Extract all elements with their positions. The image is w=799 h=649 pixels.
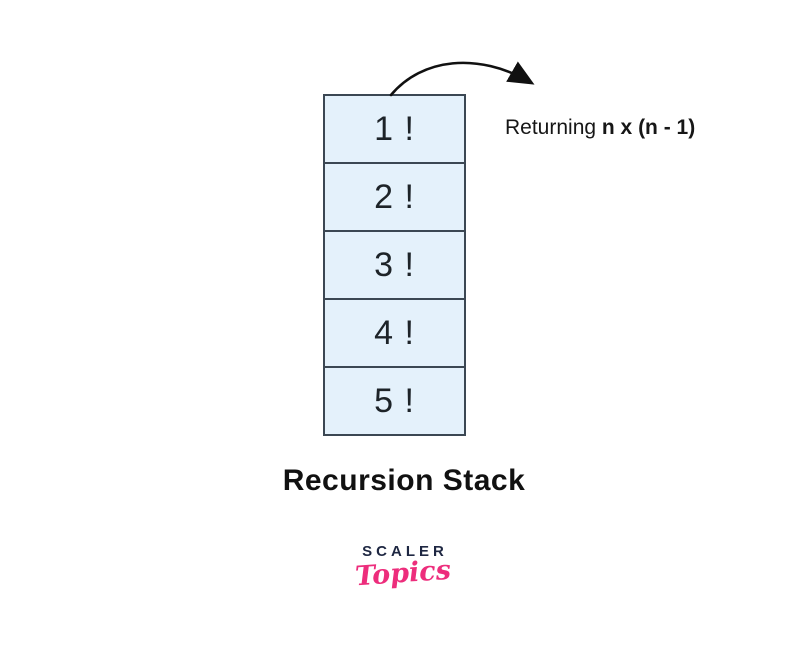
return-annotation: Returning n x (n - 1) [505, 116, 695, 140]
return-annotation-prefix: Returning [505, 116, 602, 139]
scaler-topics-logo: SCALER Topics [303, 543, 503, 592]
stack-frame: 3 ! [323, 230, 466, 300]
logo-wordmark: SCALER [362, 543, 448, 560]
diagram-caption: Recursion Stack [282, 464, 526, 497]
recursion-stack: 1 ! 2 ! 3 ! 4 ! 5 ! [323, 94, 466, 436]
stack-frame: 1 ! [323, 94, 466, 164]
curved-arrow-icon [384, 48, 554, 106]
stack-frame: 4 ! [323, 298, 466, 368]
stack-frame: 2 ! [323, 162, 466, 232]
stack-frame: 5 ! [323, 366, 466, 436]
return-annotation-expression: n x (n - 1) [601, 116, 696, 139]
